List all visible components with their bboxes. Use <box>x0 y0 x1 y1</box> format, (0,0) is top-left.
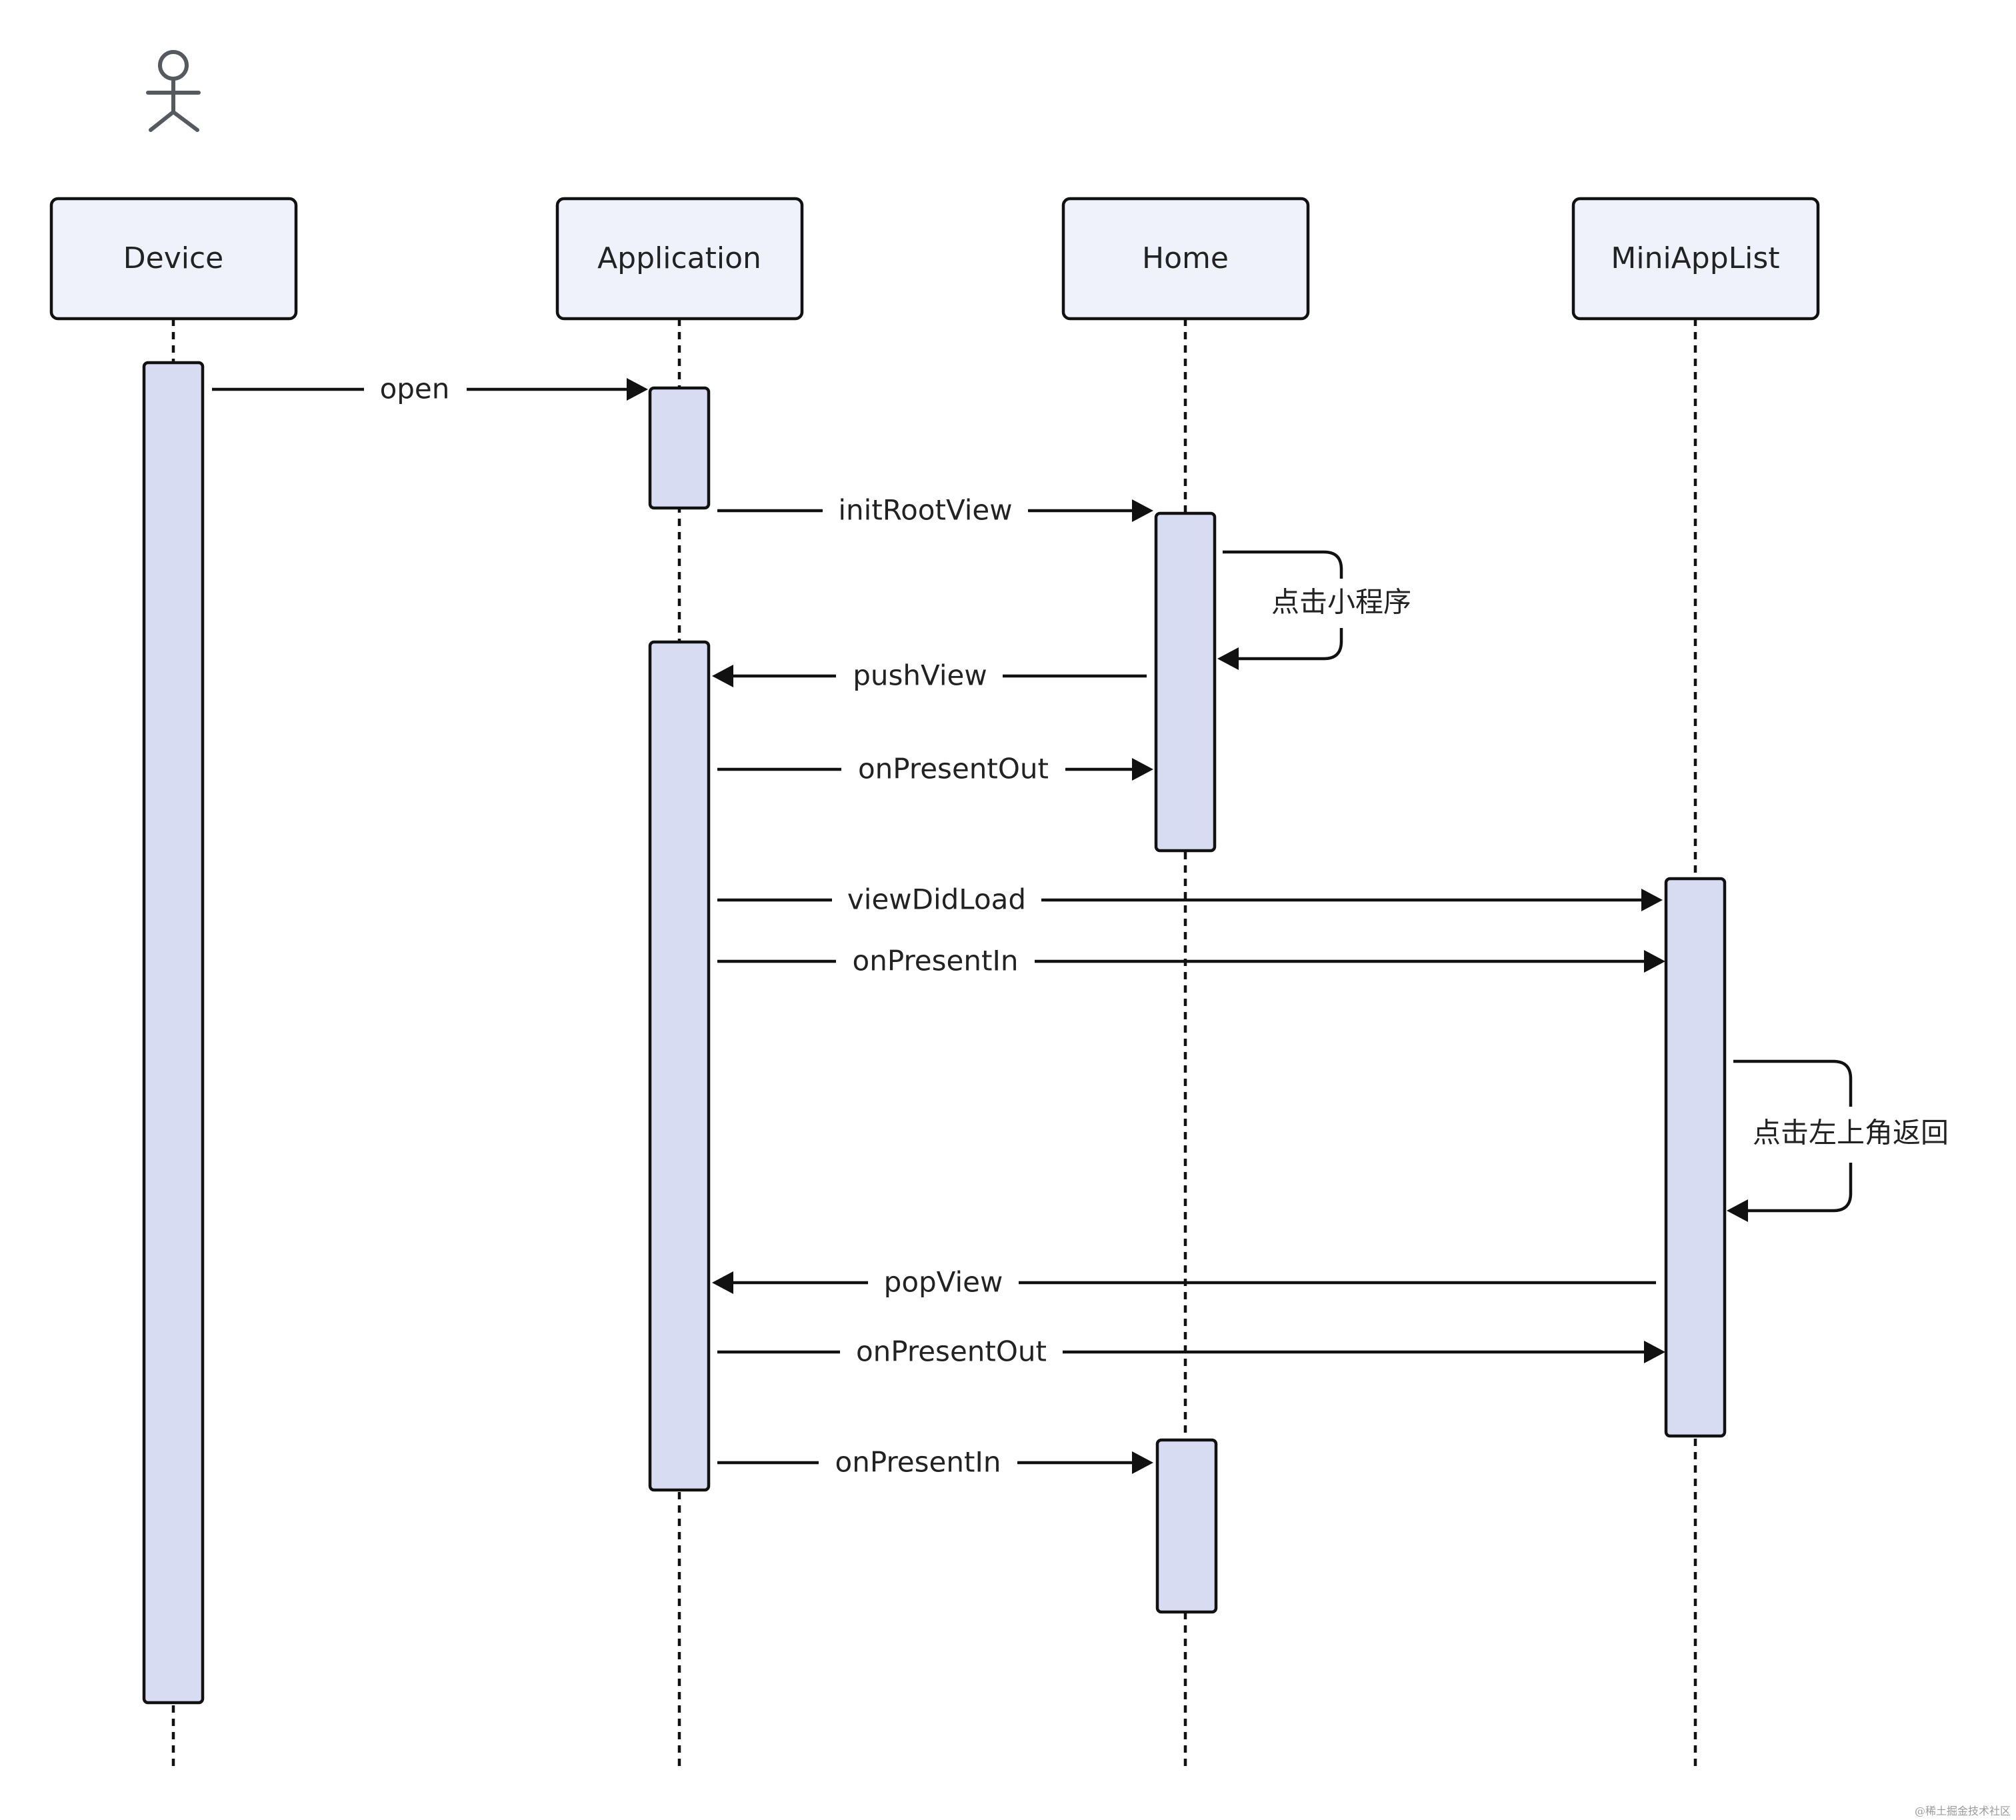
activation-home-2 <box>1155 1438 1218 1614</box>
activation-miniapplist <box>1664 877 1727 1438</box>
message-label-on-present-in-2: onPresentIn <box>835 1446 1001 1479</box>
message-on-present-out-1: onPresentOut <box>717 753 1153 785</box>
message-label-pop-view: popView <box>884 1266 1003 1299</box>
message-tap-mini-program: 点击小程序 <box>1217 550 1411 670</box>
message-label-tap-mini-program: 点击小程序 <box>1271 586 1411 619</box>
participant-label-miniapplist: MiniAppList <box>1611 241 1779 275</box>
activation-application-1 <box>648 386 711 510</box>
message-label-tap-back-top-left: 点击左上角返回 <box>1753 1117 1949 1149</box>
participant-label-home: Home <box>1142 241 1229 275</box>
participant-home[interactable]: Home <box>1061 197 1310 321</box>
actor-stick-figure-icon <box>146 50 201 132</box>
message-label-view-did-load: viewDidLoad <box>847 883 1026 916</box>
message-view-did-load: viewDidLoad <box>717 883 1663 916</box>
message-push-view: pushView <box>712 659 1147 692</box>
participant-label-application: Application <box>597 241 761 275</box>
participant-label-device: Device <box>123 241 223 275</box>
message-label-open: open <box>380 373 450 405</box>
activation-device <box>142 361 205 1705</box>
message-pop-view: popView <box>712 1266 1656 1299</box>
message-on-present-in-1: onPresentIn <box>717 945 1665 977</box>
message-init-root-view: initRootView <box>717 494 1153 527</box>
message-on-present-in-2: onPresentIn <box>717 1446 1153 1479</box>
message-label-on-present-out-1: onPresentOut <box>858 753 1049 785</box>
message-label-on-present-in-1: onPresentIn <box>853 945 1019 977</box>
message-tap-back-top-left: 点击左上角返回 <box>1727 1059 1949 1222</box>
activations <box>142 361 1727 1705</box>
participant-application[interactable]: Application <box>555 197 804 321</box>
activation-application-2 <box>648 640 711 1492</box>
message-on-present-out-2: onPresentOut <box>717 1335 1665 1368</box>
participant-device[interactable]: Device <box>49 197 298 321</box>
message-label-push-view: pushView <box>853 659 987 692</box>
message-open: open <box>212 373 648 405</box>
watermark: @稀土掘金技术社区 <box>1915 1805 2011 1817</box>
activation-home-1 <box>1154 511 1217 853</box>
message-label-on-present-out-2: onPresentOut <box>856 1335 1047 1368</box>
lifelines <box>171 319 1697 1772</box>
message-label-init-root-view: initRootView <box>838 494 1012 527</box>
participant-miniapplist[interactable]: MiniAppList <box>1571 197 1820 321</box>
